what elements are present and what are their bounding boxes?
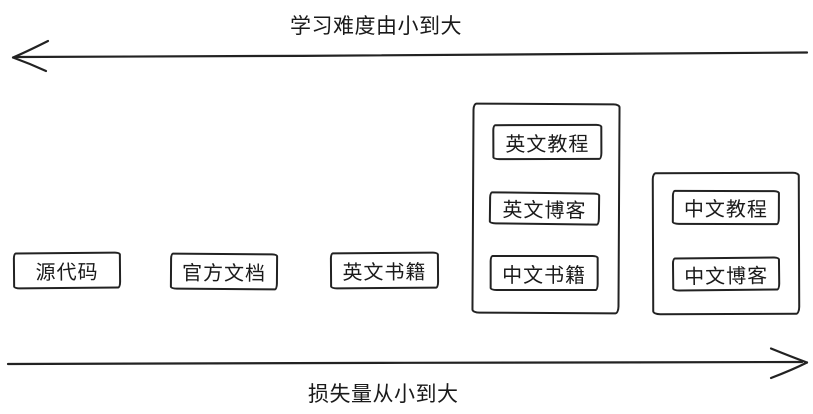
difficulty-axis-label: 学习难度由小到大 — [290, 14, 462, 38]
difficulty-arrow-left-icon — [11, 39, 809, 73]
box-official-docs: 官方文档 — [169, 252, 279, 291]
group-box-english-resources: 英文教程 英文博客 中文书籍 — [471, 102, 621, 315]
box-source-code: 源代码 — [12, 251, 122, 290]
box-chinese-blogs: 中文博客 — [671, 256, 781, 292]
box-english-blogs-label: 英文博客 — [502, 197, 587, 223]
group-box-chinese-resources: 中文教程 中文博客 — [651, 171, 801, 316]
box-chinese-tutorials: 中文教程 — [671, 189, 780, 226]
box-source-code-label: 源代码 — [35, 259, 99, 285]
box-chinese-books: 中文书籍 — [489, 254, 599, 291]
box-english-books: 英文书籍 — [329, 251, 440, 290]
box-official-docs-label: 官方文档 — [181, 260, 267, 286]
box-english-blogs: 英文博客 — [488, 191, 601, 226]
loss-arrow-right-icon — [6, 347, 809, 380]
box-chinese-tutorials-label: 中文教程 — [683, 196, 768, 222]
box-chinese-blogs-label: 中文博客 — [683, 263, 769, 288]
box-english-tutorials: 英文教程 — [492, 123, 603, 161]
box-chinese-books-label: 中文书籍 — [502, 262, 587, 287]
box-english-tutorials-label: 英文教程 — [505, 131, 590, 156]
box-english-books-label: 英文书籍 — [342, 259, 427, 285]
loss-axis-label: 损失量从小到大 — [308, 382, 459, 406]
